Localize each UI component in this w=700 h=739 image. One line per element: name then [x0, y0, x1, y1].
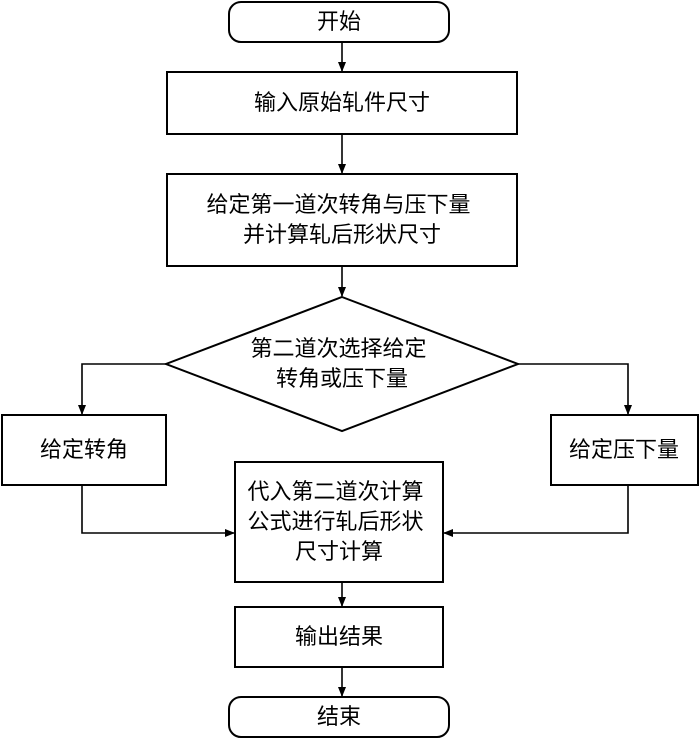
compute-line-2: 公式进行轧后形状 — [247, 510, 423, 535]
end-terminal: 结束 — [228, 696, 450, 738]
start-terminal-line: 开始 — [317, 10, 361, 35]
decision-label: 第二道次选择给定 转角或压下量 — [250, 337, 433, 392]
start-terminal-label: 开始 — [317, 10, 361, 35]
decision-line-2: 转角或压下量 — [276, 367, 408, 392]
arrow-decision-to-given-angle — [78, 363, 166, 415]
first-pass-label: 给定第一道次转角与压下量 并计算轧后形状尺寸 — [206, 193, 477, 248]
input-dimensions-box: 输入原始轧件尺寸 — [166, 71, 518, 135]
compute-box: 代入第二道次计算 公式进行轧后形状 尺寸计算 — [234, 461, 444, 583]
given-reduction-line: 给定压下量 — [569, 438, 679, 463]
arrow-given-reduction-to-compute — [443, 485, 629, 537]
output-line: 输出结果 — [295, 625, 383, 650]
arrow-given-angle-to-compute — [81, 485, 235, 537]
compute-line-1: 代入第二道次计算 — [247, 480, 423, 505]
given-reduction-label: 给定压下量 — [569, 438, 679, 463]
input-dimensions-label: 输入原始轧件尺寸 — [254, 91, 430, 116]
first-pass-line-1: 给定第一道次转角与压下量 — [206, 193, 470, 218]
end-terminal-label: 结束 — [317, 705, 361, 730]
first-pass-box: 给定第一道次转角与压下量 并计算轧后形状尺寸 — [166, 173, 518, 267]
given-angle-line: 给定转角 — [40, 438, 128, 463]
compute-line-3: 尺寸计算 — [295, 540, 383, 565]
decision-diamond: 第二道次选择给定 转角或压下量 — [163, 295, 521, 433]
end-terminal-line: 结束 — [317, 705, 361, 730]
arrow-decision-to-given-reduction — [518, 363, 632, 415]
input-dimensions-line: 输入原始轧件尺寸 — [254, 91, 430, 116]
start-terminal: 开始 — [228, 1, 450, 43]
output-label: 输出结果 — [295, 625, 383, 650]
given-angle-label: 给定转角 — [40, 438, 128, 463]
given-reduction-box: 给定压下量 — [550, 414, 699, 486]
given-angle-box: 给定转角 — [1, 414, 167, 486]
output-box: 输出结果 — [234, 606, 444, 668]
decision-line-1: 第二道次选择给定 — [250, 337, 426, 362]
compute-label: 代入第二道次计算 公式进行轧后形状 尺寸计算 — [247, 480, 430, 565]
first-pass-line-2: 并计算轧后形状尺寸 — [243, 223, 441, 248]
